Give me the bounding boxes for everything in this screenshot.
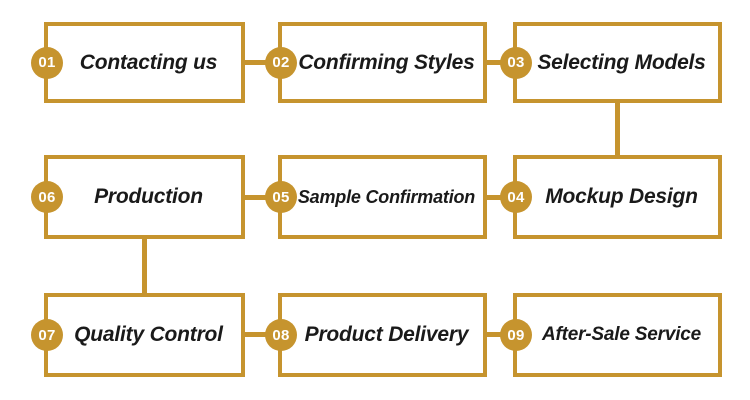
step-number-badge: 07 — [31, 319, 63, 351]
connector-06-07 — [142, 237, 147, 295]
step-label: Quality Control — [74, 323, 223, 346]
step-label: Sample Confirmation — [297, 186, 476, 207]
step-number-badge: 02 — [265, 46, 297, 79]
step-number-badge: 08 — [265, 319, 297, 351]
step-box-after-sale-service: 09 After-Sale Service — [500, 293, 722, 377]
step-number-badge: 06 — [31, 181, 63, 213]
step-number-badge: 03 — [500, 46, 532, 79]
connector-01-02 — [243, 60, 280, 65]
step-box-quality-control: 07 Quality Control — [31, 293, 245, 377]
step-label: Confirming Styles — [298, 50, 475, 74]
step-box-production: 06 Production — [31, 155, 245, 239]
step-label: Product Delivery — [304, 323, 469, 346]
step-label: Selecting Models — [537, 50, 706, 74]
step-box-selecting-models: 03 Selecting Models — [500, 22, 722, 103]
step-label: After-Sale Service — [541, 324, 702, 345]
step-number-badge: 05 — [265, 181, 297, 213]
step-box-sample-confirmation: 05 Sample Confirmation — [265, 155, 487, 239]
connector-03-04 — [615, 101, 620, 159]
step-label: Contacting us — [79, 50, 218, 74]
step-box-mockup-design: 04 Mockup Design — [500, 155, 722, 239]
step-number-badge: 04 — [500, 181, 532, 213]
step-number-badge: 01 — [31, 46, 63, 79]
step-number-badge: 09 — [500, 319, 532, 351]
step-label: Mockup Design — [545, 185, 698, 208]
step-box-confirming-styles: 02 Confirming Styles — [265, 22, 487, 103]
step-label: Production — [94, 185, 203, 208]
connector-05-06 — [243, 195, 280, 200]
step-box-product-delivery: 08 Product Delivery — [265, 293, 487, 377]
step-box-contacting-us: 01 Contacting us — [31, 22, 245, 103]
connector-07-08 — [243, 332, 280, 337]
